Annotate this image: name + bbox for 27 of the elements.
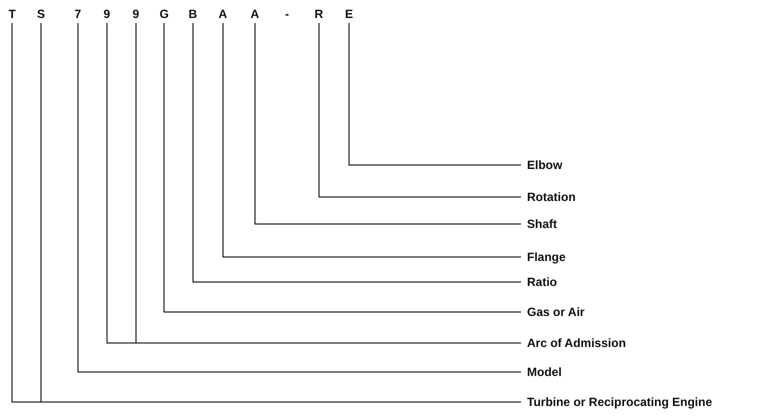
code-character: T [8,7,16,21]
field-label: Flange [527,250,566,264]
code-character: A [218,7,228,21]
field-label: Gas or Air [527,305,585,319]
leader-line [164,22,522,312]
code-character: S [37,7,46,21]
separator-dash: - [285,7,289,21]
field-label: Rotation [527,190,576,204]
field-label: Shaft [527,217,557,231]
code-character: B [188,7,198,21]
code-character: G [160,7,169,21]
field-label: Turbine or Reciprocating Engine [527,395,712,409]
code-character: E [345,7,354,21]
code-character: 9 [104,7,110,21]
leader-line [254,22,522,224]
field-label: Elbow [527,158,562,172]
code-character: R [314,7,324,21]
code-character: 7 [74,7,82,21]
code-character: 9 [132,7,140,21]
field-label: Arc of Admission [527,336,626,350]
leader-line [222,22,522,258]
leader-line [192,22,522,282]
field-label: Model [527,365,562,379]
field-label: Ratio [527,275,557,289]
leader-line [318,22,522,198]
code-character: A [250,7,260,21]
leader-line [348,22,522,166]
